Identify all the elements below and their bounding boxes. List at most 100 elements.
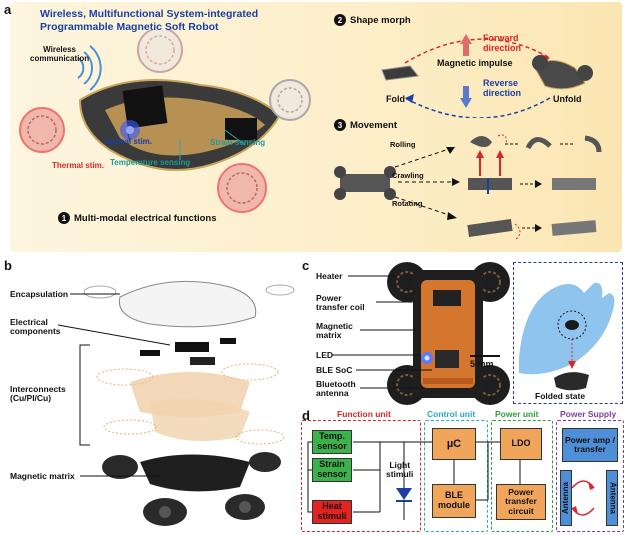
shape-morph-diagram — [381, 34, 593, 118]
hand-photo — [513, 262, 623, 404]
antenna-right-block: Antenna — [606, 470, 618, 526]
wheel-bottom — [217, 163, 267, 213]
temp-sensor-block: Temp.sensor — [312, 430, 352, 454]
antenna-left-text: Antenna — [560, 482, 570, 514]
power-unit-box — [491, 420, 553, 532]
light-l2: stimuli — [386, 469, 414, 480]
antenna-left-block: Antenna — [560, 470, 572, 526]
power-supply-box — [556, 420, 624, 532]
callout-temperature: Temperature sensing — [110, 158, 191, 167]
wheel-top-right — [269, 79, 311, 121]
callout-wireless-l2: communication — [30, 53, 90, 63]
rotating-label: Rotating — [392, 199, 423, 208]
reverse-l2: direction — [483, 88, 522, 99]
function-unit-title: Function unit — [337, 409, 391, 419]
callout-wireless-l1: Wireless — [43, 45, 76, 54]
shape-morph-label: Shape morph — [350, 14, 411, 26]
panel-a-label: a — [4, 2, 12, 17]
magnetic-matrix-label: Magnetic matrix — [10, 471, 75, 481]
ptc-l2: transfer — [505, 496, 537, 507]
power-coil-label: Power transfer coil — [316, 293, 365, 313]
panel-a-title: Wireless, Multifunctional System-integra… — [40, 8, 258, 33]
electrical-l1: Electrical — [10, 317, 48, 327]
ble-l1: BLE — [444, 490, 463, 501]
electrical-l2: components — [10, 326, 61, 337]
callout-optical: Optical stim. — [104, 137, 153, 146]
hand-illustration — [519, 282, 615, 391]
movement-heading: 3 Movement — [334, 119, 397, 131]
magnetic-impulse: Magnetic impulse — [437, 58, 513, 68]
control-unit-title: Control unit — [427, 409, 476, 419]
strain-l2: sensor — [317, 469, 347, 479]
power-coil-l1: Power — [316, 293, 342, 303]
multimodal-label: Multi-modal electrical functions — [74, 212, 217, 224]
heater-label: Heater — [316, 271, 343, 281]
power-amp-block: Power amp /transfer — [562, 428, 618, 462]
wheel-left — [19, 107, 65, 153]
robot-photo — [385, 260, 510, 408]
scale-bar-label: 5 mm — [470, 359, 494, 369]
movement-label: Movement — [350, 119, 397, 131]
interconnects-l2: (Cu/PI/Cu) — [10, 393, 52, 404]
amp-l1: Power amp / — [564, 434, 616, 445]
wheel-top-left — [137, 30, 183, 73]
movement-diagram — [334, 134, 602, 241]
reverse-l1: Reverse — [483, 78, 519, 88]
callout-thermal: Thermal stim. — [52, 161, 105, 170]
robot-illustration — [19, 30, 311, 213]
bluetooth-label: Bluetooth antenna — [316, 379, 356, 399]
temp-l2: sensor — [317, 441, 347, 451]
interconnects-label: Interconnects (Cu/PI/Cu) — [10, 384, 66, 404]
power-unit-title: Power unit — [495, 409, 539, 419]
rolling-label: Rolling — [390, 140, 416, 149]
magnetic-c-label: Magnetic matrix — [316, 321, 353, 341]
heat-l1: Heat — [322, 501, 342, 512]
step-2-badge: 2 — [334, 14, 346, 26]
title-line-2: Programmable Magnetic Soft Robot — [40, 20, 219, 33]
unfold-label: Unfold — [553, 94, 582, 104]
magnetic-c-l1: Magnetic — [316, 321, 353, 331]
wireless-icon — [77, 45, 102, 91]
encapsulation-label: Encapsulation — [10, 289, 69, 299]
ptc-l3: circuit — [508, 505, 534, 516]
bluetooth-l2: antenna — [316, 388, 349, 399]
title-line-1: Wireless, Multifunctional System-integra… — [40, 8, 259, 20]
magnetic-c-l2: matrix — [316, 330, 342, 341]
power-supply-title: Power Supply — [560, 409, 617, 419]
light-l1: Light — [389, 460, 411, 470]
electrical-label: Electrical components — [10, 317, 61, 337]
forward-l2: direction — [483, 43, 522, 54]
amp-l2: transfer — [574, 444, 606, 454]
antenna-right-text: Antenna — [608, 482, 618, 514]
light-stimuli-label: Light stimuli — [386, 460, 414, 480]
fold-label: Fold — [386, 94, 405, 104]
callout-strain: Strain sensing — [210, 138, 266, 147]
interconnects-l1: Interconnects — [10, 384, 66, 394]
strain-l1: Strain — [319, 459, 345, 470]
panel-d-label: d — [302, 408, 310, 423]
exploded-view — [83, 280, 295, 526]
folded-state-label: Folded state — [535, 391, 586, 401]
power-coil-l2: transfer coil — [316, 302, 365, 313]
step-3-badge: 3 — [334, 119, 346, 131]
panel-c-label: c — [302, 258, 310, 273]
function-unit-box — [301, 420, 421, 532]
ldo-block: LDO — [500, 428, 542, 460]
panel-b-label: b — [4, 258, 12, 273]
reverse-direction: Reverse direction — [483, 78, 521, 99]
led-label: LED — [316, 350, 333, 360]
multimodal-heading: 1 Multi-modal electrical functions — [58, 212, 217, 224]
ble-l2: module — [437, 500, 470, 510]
microcontroller-block: µC — [432, 428, 476, 460]
shape-morph-heading: 2 Shape morph — [334, 14, 411, 26]
temp-l1: Temp. — [319, 431, 345, 442]
forward-direction: Forward direction — [483, 33, 521, 54]
callout-wireless: Wireless communication — [30, 45, 90, 64]
heat-l2: stimuli — [317, 511, 347, 521]
bluetooth-l1: Bluetooth — [316, 379, 356, 389]
ptc-l1: Power — [508, 486, 534, 497]
